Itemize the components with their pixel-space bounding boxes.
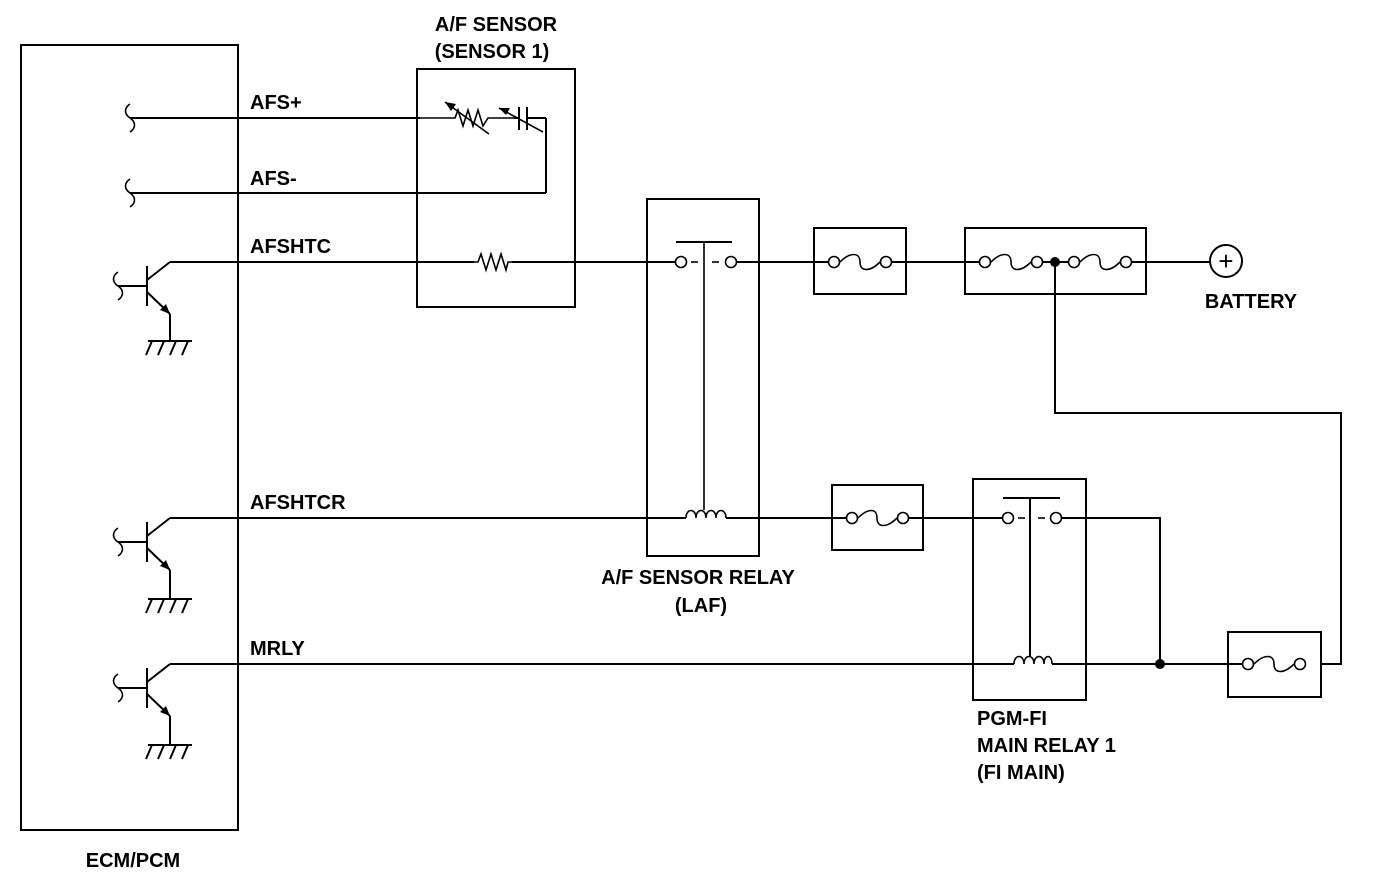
main-relay-box (972, 478, 1087, 701)
main-relay-title-1: PGM-FI (977, 708, 1047, 730)
afshtcr-label: AFSHTCR (250, 492, 346, 514)
afs-minus-label: AFS- (250, 168, 297, 190)
af-sensor-relay: A/F SENSOR RELAY (LAF) (601, 198, 796, 617)
relay-coil-icon (1013, 655, 1053, 665)
afshtcr-transistor-icon (112, 517, 686, 614)
fuse-icon (1227, 631, 1322, 698)
ground-icon (145, 744, 192, 760)
af-sensor: A/F SENSOR (SENSOR 1) (416, 14, 576, 308)
afs-plus-input-symbol (124, 103, 420, 133)
af-sensor-title: A/F SENSOR (435, 14, 558, 36)
af-sensor-relay-title: A/F SENSOR RELAY (601, 567, 795, 589)
battery-label: BATTERY (1205, 291, 1298, 313)
af-sensor-relay-subtitle: (LAF) (675, 595, 727, 617)
afshtc-label: AFSHTC (250, 236, 331, 258)
main-relay-title-2: MAIN RELAY 1 (977, 735, 1116, 757)
ground-icon (145, 340, 192, 356)
relay-switch-icon (1001, 497, 1063, 525)
battery-terminal-icon (1209, 244, 1243, 278)
fuse-icon (978, 253, 1044, 271)
ecm-pcm-label: ECM/PCM (86, 850, 180, 872)
battery-plus-symbol: + (1218, 246, 1233, 276)
afs-plus-label: AFS+ (250, 92, 302, 114)
mrly-label: MRLY (250, 638, 305, 660)
mrly-transistor-icon (112, 663, 1014, 760)
afshtc-transistor-icon (112, 261, 474, 356)
battery: + BATTERY (1205, 244, 1298, 313)
relay-coil-icon (685, 509, 727, 519)
af-sensor-box (416, 68, 576, 308)
heater-resistor-icon (474, 251, 512, 273)
junction-dot (1155, 659, 1165, 669)
variable-resistor-icon (420, 101, 514, 135)
ground-icon (145, 598, 192, 614)
fuse-icon (1067, 253, 1133, 271)
relay-switch-icon (674, 241, 738, 269)
ecm-pcm-unit: ECM/PCM (20, 44, 1014, 872)
af-sensor-subtitle: (SENSOR 1) (435, 41, 549, 63)
variable-cell-icon (498, 107, 546, 133)
main-relay-title-3: (FI MAIN) (977, 762, 1065, 784)
pgm-fi-main-relay: PGM-FI MAIN RELAY 1 (FI MAIN) (972, 478, 1116, 784)
af-sensor-relay-box (646, 198, 760, 557)
afs-minus-input-symbol (124, 178, 546, 208)
ecm-pcm-box (20, 44, 239, 831)
